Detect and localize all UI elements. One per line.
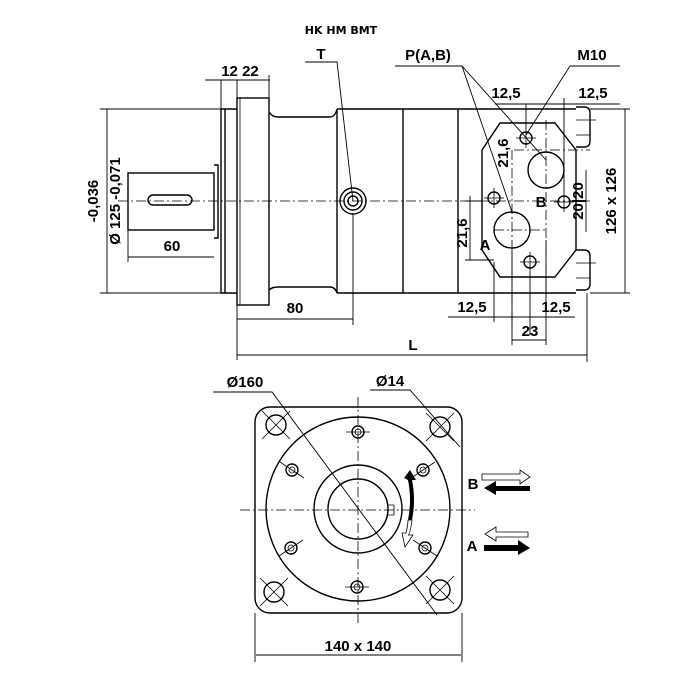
shaft: [127, 172, 215, 231]
dim-12-5-top-right: 12,5: [578, 85, 607, 102]
t-port-distance-label: 80: [287, 300, 304, 317]
dim-12-5-bottom-left: 12,5: [457, 299, 486, 316]
dim-23: 23: [522, 323, 539, 340]
bolt-heads: [576, 106, 591, 291]
side-view: -0,036 Ø 125 -0,071 60 12 22 80 L T P(A,…: [85, 46, 630, 362]
flange-dims-label: 12 22: [221, 63, 259, 80]
flow-b-out-arrow: [481, 469, 531, 485]
dim-top-12-5: [495, 98, 620, 192]
shaft-key: [147, 194, 193, 206]
rotation-arrow-ccw: [401, 519, 414, 549]
rotation-arrow-cw: [404, 470, 416, 520]
bolt-lines: [576, 119, 596, 279]
threaded-holes: [278, 425, 438, 594]
overall-length-label: L: [408, 337, 417, 354]
shaft-length-label: 60: [164, 238, 181, 255]
dim-t-port: [236, 214, 354, 360]
shaft-diameter-label: Ø 125 -0,071: [107, 157, 124, 245]
flow-a-label: A: [467, 538, 478, 555]
dim-21-6-lower: 21,6: [454, 218, 471, 247]
flange-size-label: 140 x 140: [325, 638, 392, 655]
port-t-label: T: [316, 46, 325, 63]
plate-size-label: 126 x 126: [603, 168, 620, 235]
mounting-flange: [236, 97, 270, 306]
port-b-label: B: [536, 194, 547, 211]
dim-flange-size: [254, 613, 463, 662]
dim-overall-length: [237, 293, 588, 362]
shaft-step: [214, 164, 219, 239]
flow-a-out-arrow: [484, 540, 530, 555]
flow-b-in-arrow: [484, 481, 530, 495]
dim-12-5-top-left: 12,5: [491, 85, 520, 102]
hole-diameter-leader: [370, 389, 461, 448]
flow-b-label: B: [468, 476, 479, 493]
shaft-tolerance-upper: -0,036: [85, 180, 102, 223]
front-view: Ø160 Ø14 140 x 140 B A: [213, 373, 531, 662]
housing-neck: [268, 108, 338, 294]
pitch-diameter-label: Ø160: [227, 374, 264, 391]
pitch-diameter-leader: [213, 391, 438, 616]
dim-plate-size: [590, 108, 630, 294]
corner-holes: [259, 410, 455, 607]
front-centerlines: [240, 397, 475, 625]
dim-21-6-lower-line: [465, 196, 494, 261]
dim-flange: [205, 75, 270, 109]
p-port-leader: [395, 65, 547, 213]
dim-21-6-upper: 21,6: [495, 138, 512, 167]
thread-label: M10: [577, 47, 606, 64]
centerline: [118, 149, 590, 231]
dim-bottom-lines: [448, 240, 575, 345]
m10-leader: [525, 65, 620, 136]
dim-shaft-diameter: [100, 108, 221, 294]
drawing-title: HK HM BMT: [305, 24, 378, 37]
flow-a-in-arrow: [484, 526, 529, 542]
dim-20-20: 20|20: [570, 182, 587, 220]
dim-shaft-length: [127, 230, 214, 262]
t-port-leader: [305, 61, 354, 202]
hole-diameter-label: Ø14: [376, 373, 405, 390]
dim-12-5-bottom-right: 12,5: [541, 299, 570, 316]
port-a-label: A: [480, 237, 491, 254]
port-p-label: P(A,B): [405, 47, 451, 64]
